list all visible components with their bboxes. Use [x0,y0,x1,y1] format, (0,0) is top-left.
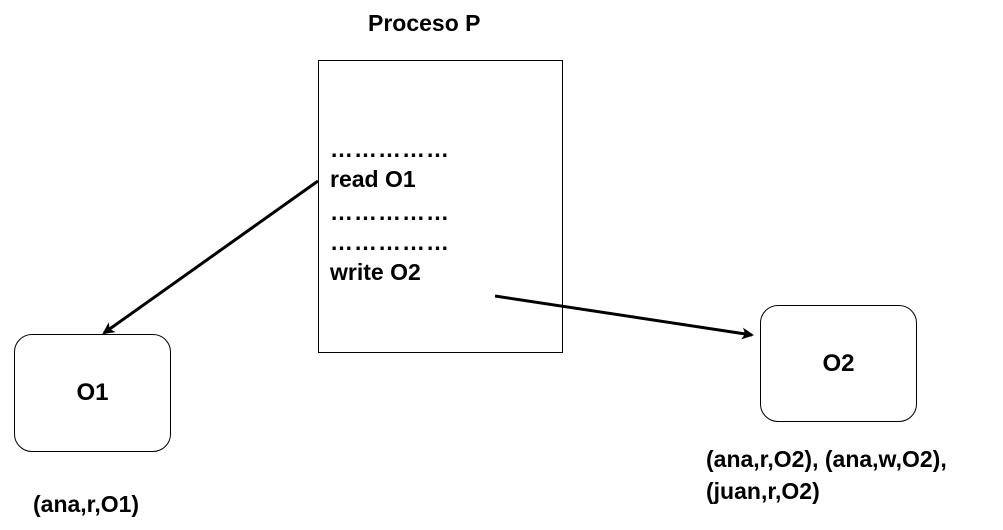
o1-acl-line: (ana,r,O1) [33,491,140,517]
o2-acl: (ana,r,O2), (ana,w,O2), (juan,r,O2) [706,443,947,507]
object-o1-label: O1 [76,379,109,406]
object-o1-box: O1 [14,334,171,452]
code-ellipsis-line: …………… [330,136,450,162]
arrow-read-o1 [102,179,319,335]
code-ellipsis-line: …………… [330,229,450,255]
process-box [318,60,563,353]
write-o2-line: write O2 [330,259,421,285]
arrow-write-o2 [494,294,754,340]
o2-acl-line: (ana,r,O2), (ana,w,O2), [706,446,947,472]
read-o1-line: read O1 [330,166,416,192]
process-title: Proceso P [368,10,481,36]
code-ellipsis-line: …………… [330,199,450,225]
object-o2-box: O2 [760,305,917,422]
o1-acl: (ana,r,O1) [33,488,139,520]
o2-acl-line: (juan,r,O2) [706,478,820,504]
object-o2-label: O2 [822,349,855,377]
